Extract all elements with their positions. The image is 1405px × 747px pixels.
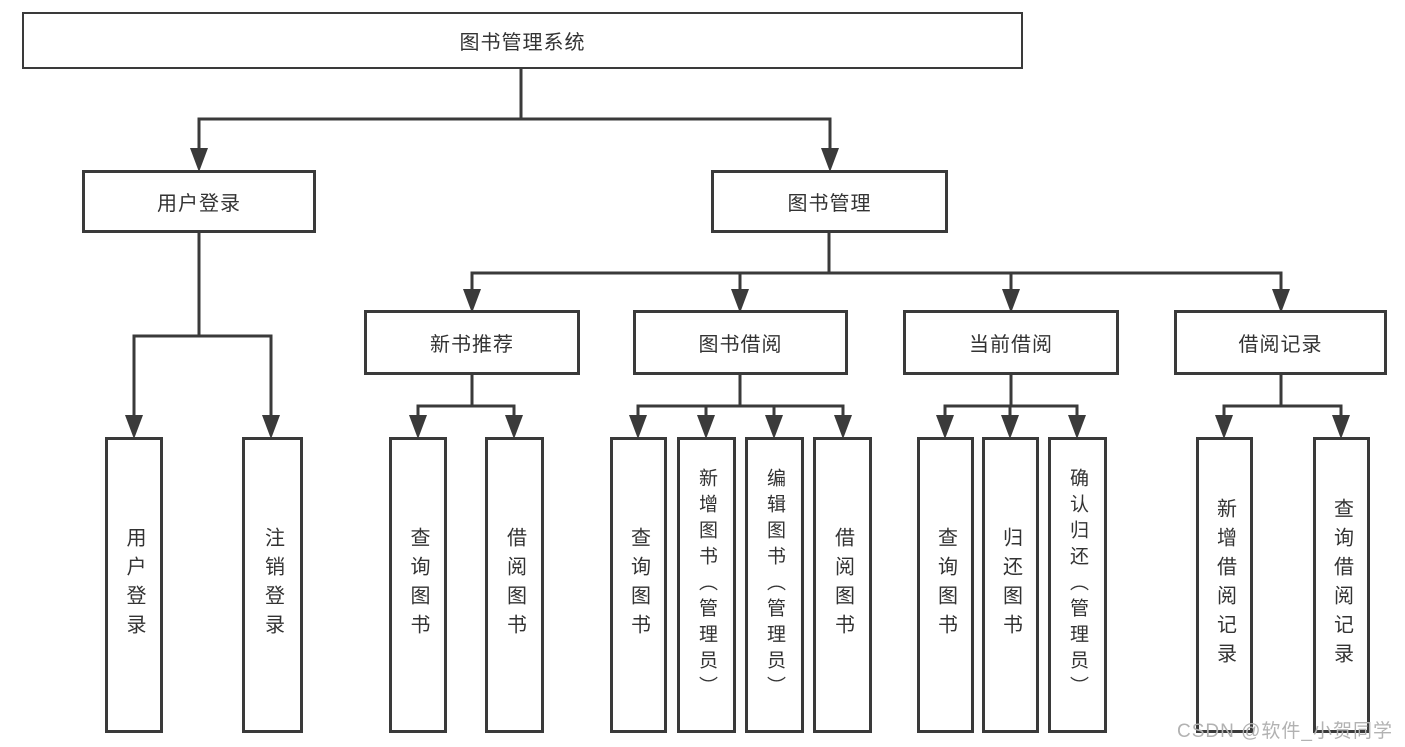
leaf-borrowing-add-books-admin: 新增图书（管理员） xyxy=(677,437,736,733)
node-book-management: 图书管理 xyxy=(711,170,948,233)
node-user-login: 用户登录 xyxy=(82,170,316,233)
leaf-borrowing-borrow-books: 借阅图书 xyxy=(813,437,872,733)
leaf-current-query-books: 查询图书 xyxy=(917,437,974,733)
leaf-logout-label: 注销登录 xyxy=(261,527,284,643)
leaf-borrowing-edit-books-admin-label: 编辑图书（管理员） xyxy=(764,468,785,702)
leaf-recommend-borrow-books-label: 借阅图书 xyxy=(503,527,526,643)
leaf-records-query-borrow-record-label: 查询借阅记录 xyxy=(1330,498,1353,672)
node-borrowing-records-label: 借阅记录 xyxy=(1238,334,1323,356)
watermark: CSDN @软件_小贺同学 xyxy=(1177,721,1393,742)
leaf-borrowing-add-books-admin-label: 新增图书（管理员） xyxy=(696,468,717,702)
leaf-records-add-borrow-record-label: 新增借阅记录 xyxy=(1213,498,1236,672)
leaf-current-return-books-label: 归还图书 xyxy=(999,527,1022,643)
leaf-borrowing-query-books: 查询图书 xyxy=(610,437,667,733)
node-new-book-recommendation-label: 新书推荐 xyxy=(430,334,514,356)
leaf-borrowing-query-books-label: 查询图书 xyxy=(627,527,650,643)
node-borrowing-records: 借阅记录 xyxy=(1174,310,1387,375)
leaf-borrowing-edit-books-admin: 编辑图书（管理员） xyxy=(745,437,804,733)
leaf-records-query-borrow-record: 查询借阅记录 xyxy=(1313,437,1370,733)
node-current-borrowing: 当前借阅 xyxy=(903,310,1119,375)
leaf-records-add-borrow-record: 新增借阅记录 xyxy=(1196,437,1253,733)
node-library-management-system-label: 图书管理系统 xyxy=(459,32,586,54)
leaf-user-login-label: 用户登录 xyxy=(123,527,145,643)
node-new-book-recommendation: 新书推荐 xyxy=(364,310,580,375)
leaf-current-return-books: 归还图书 xyxy=(982,437,1039,733)
node-book-borrowing: 图书借阅 xyxy=(633,310,848,375)
node-user-login-label: 用户登录 xyxy=(157,193,241,215)
node-library-management-system: 图书管理系统 xyxy=(22,12,1023,69)
leaf-current-confirm-return-admin-label: 确认归还（管理员） xyxy=(1067,468,1088,702)
leaf-current-query-books-label: 查询图书 xyxy=(934,527,957,643)
leaf-current-confirm-return-admin: 确认归还（管理员） xyxy=(1048,437,1107,733)
leaf-recommend-query-books: 查询图书 xyxy=(389,437,447,733)
leaf-recommend-borrow-books: 借阅图书 xyxy=(485,437,544,733)
leaf-borrowing-borrow-books-label: 借阅图书 xyxy=(831,527,854,643)
leaf-recommend-query-books-label: 查询图书 xyxy=(407,527,429,643)
leaf-user-login: 用户登录 xyxy=(105,437,163,733)
leaf-logout: 注销登录 xyxy=(242,437,303,733)
node-current-borrowing-label: 当前借阅 xyxy=(969,334,1053,356)
node-book-management-label: 图书管理 xyxy=(787,193,872,215)
node-book-borrowing-label: 图书借阅 xyxy=(698,334,783,356)
